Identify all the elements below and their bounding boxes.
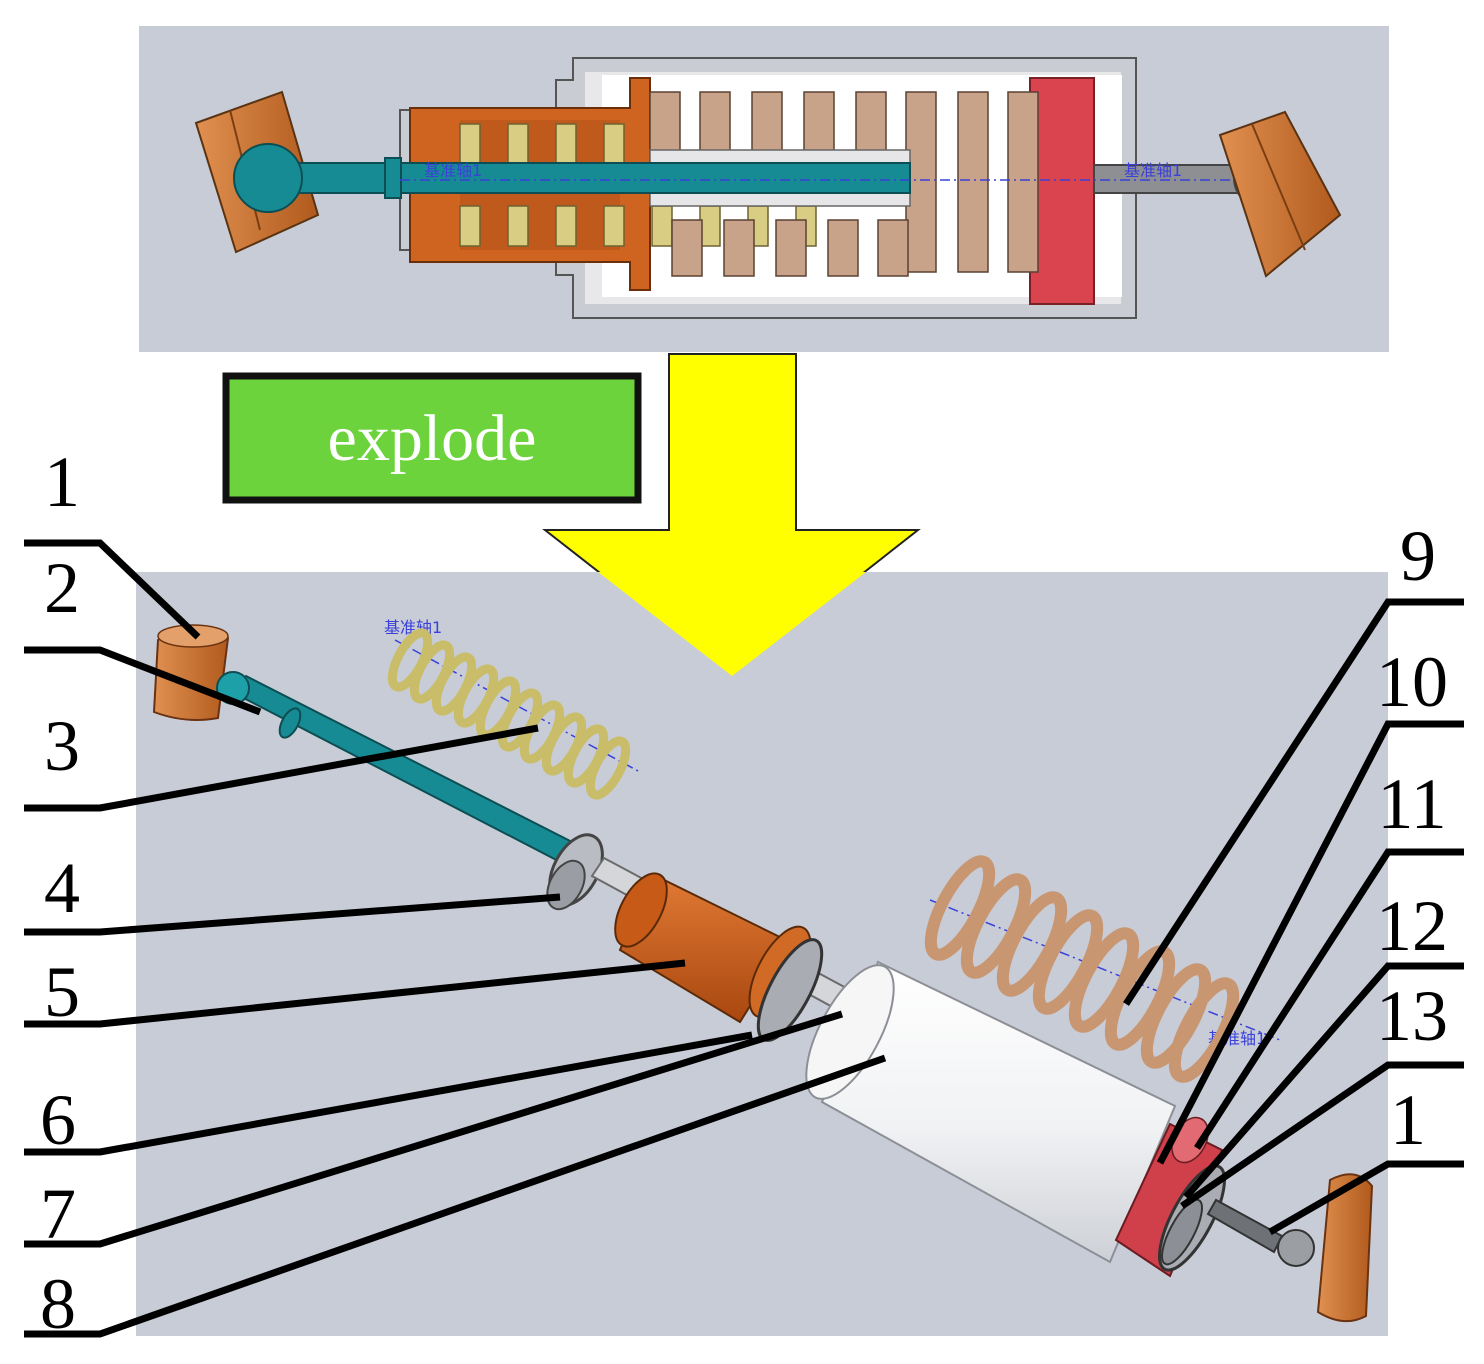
callout-9: 9 <box>1400 516 1436 596</box>
axis-tag-top-left: 基准轴1 <box>424 161 482 180</box>
callout-11: 11 <box>1377 764 1446 844</box>
callout-13: 13 <box>1376 976 1448 1056</box>
leader-lines <box>24 539 1464 1338</box>
callout-8: 8 <box>40 1264 76 1344</box>
part-13-rod-end <box>1206 1198 1315 1267</box>
callout-2: 2 <box>44 548 80 628</box>
callout-6: 6 <box>40 1080 76 1160</box>
callout-1-right: 1 <box>1390 1080 1426 1160</box>
callout-3: 3 <box>44 706 80 786</box>
small-spring-section <box>459 123 817 247</box>
section-view-panel: 基准轴1 基准轴1 <box>139 26 1389 352</box>
part-1-right-cap <box>1316 1173 1374 1323</box>
callout-12: 12 <box>1376 886 1448 966</box>
red-end-plate <box>1029 77 1095 305</box>
callout-4: 4 <box>44 848 80 928</box>
callout-1-left: 1 <box>44 442 80 522</box>
explode-button[interactable]: explode <box>222 372 642 504</box>
right-end-cap <box>1218 110 1342 278</box>
part-1-left-cap <box>152 624 230 721</box>
axis-tag-top-right: 基准轴1 <box>1124 161 1182 180</box>
explode-label: explode <box>328 402 537 475</box>
callout-5: 5 <box>44 952 80 1032</box>
callout-7: 7 <box>40 1174 76 1254</box>
piston-rod-section <box>233 143 911 213</box>
exploded-view-panel: 基准轴1 基准轴1 基准轴1 <box>136 572 1388 1336</box>
callout-10: 10 <box>1376 642 1448 722</box>
part-9-large-spring <box>924 855 1240 1083</box>
large-spring-section <box>649 91 1039 277</box>
callout-labels: 1 2 3 4 5 6 7 8 9 10 11 12 13 1 <box>40 442 1448 1344</box>
